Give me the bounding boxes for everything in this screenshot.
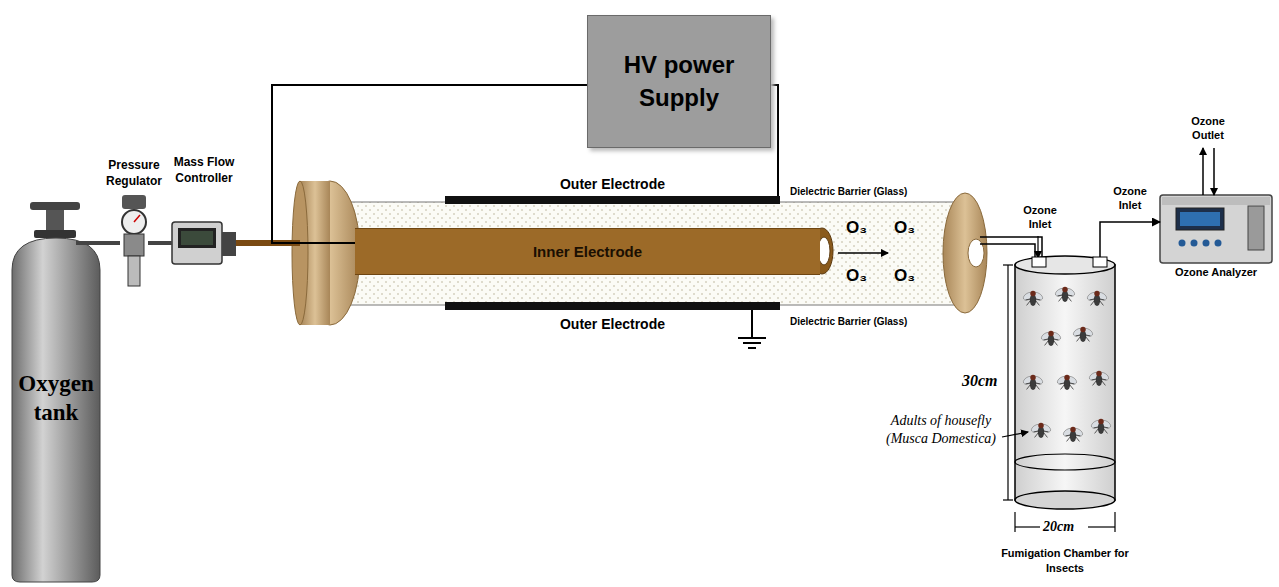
power-supply-box: HV power Supply — [587, 15, 771, 148]
port-label: Ozone Inlet — [1106, 184, 1154, 213]
ozone-analyzer — [1160, 148, 1272, 263]
node-text: Pressure Regulator — [95, 157, 173, 189]
node-text: Outer Electrode — [445, 316, 780, 332]
inner-electrode-rod: Inner Electrode — [355, 228, 820, 275]
node-text: Mass Flow Controller — [161, 154, 247, 186]
port-label: Ozone Inlet — [1016, 203, 1064, 232]
barrier-label: Dielectric Barrier (Glass) — [790, 186, 907, 197]
dimension-label: 30cm — [962, 372, 998, 390]
barrier-label: Dielectric Barrier (Glass) — [790, 316, 907, 327]
node-text: HV power Supply — [588, 49, 770, 114]
ozone-symbol: O₃ — [894, 266, 915, 286]
connector — [148, 241, 172, 245]
callout-label: Adults of housefly (Musca Domestica) — [882, 412, 1000, 448]
ground-symbol — [738, 310, 766, 348]
node-text: Inner Electrode — [533, 243, 642, 260]
connector — [1100, 222, 1160, 257]
fumigation-chamber — [1015, 256, 1115, 509]
connector — [100, 241, 120, 245]
oxygen-tank — [12, 202, 118, 582]
ozone-tube — [980, 236, 1042, 258]
ozone-analyzer: Ozone Analyzer — [1160, 195, 1272, 263]
port-label: Ozone Outlet — [1180, 114, 1236, 143]
node-text: Oxygen tank — [12, 370, 100, 428]
mass-flow-controller — [172, 222, 236, 264]
node-text: Outer Electrode — [445, 176, 780, 192]
fumigation-chamber: Fumigation Chamber for Insects — [1015, 265, 1115, 501]
pressure-regulator — [122, 195, 146, 286]
ozone-symbol: O₃ — [894, 218, 915, 238]
dimension-lines — [1002, 265, 1115, 532]
connector — [272, 85, 587, 243]
oxygen-tank: Oxygen tank — [12, 238, 100, 582]
dbd-reactor — [292, 181, 987, 325]
outer-electrode-bar: Outer Electrode — [445, 196, 780, 204]
node-text: Fumigation Chamber for Insects — [995, 546, 1135, 577]
connector — [771, 85, 778, 196]
pressure-regulator: Pressure Regulator — [120, 195, 148, 287]
node-text: Ozone Analyzer — [1175, 266, 1257, 278]
outer-electrode-bar: Outer Electrode — [445, 302, 780, 310]
ozone-symbol: O₃ — [846, 218, 867, 238]
housefly — [1022, 287, 1112, 442]
mass-flow-controller: Mass Flow Controller — [172, 222, 236, 264]
ozone-symbol: O₃ — [846, 266, 867, 286]
dimension-label: 20cm — [1043, 519, 1074, 535]
